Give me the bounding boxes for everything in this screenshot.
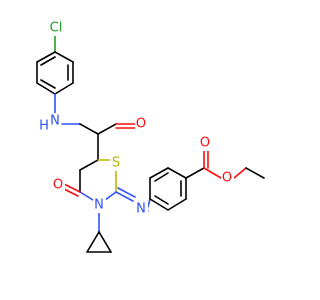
bond-inner: [154, 195, 169, 205]
bond-o-c: [233, 167, 247, 179]
bond: [149, 167, 169, 179]
amide-hydrogen-label: H: [39, 119, 49, 134]
bond-inner: [40, 56, 56, 66]
bond: [36, 51, 56, 63]
sulfur-label: S: [112, 156, 120, 171]
bond-inner: [40, 79, 56, 89]
label-bg: [110, 156, 123, 171]
label-bg: [45, 20, 67, 36]
ring-oxygen-label: O: [53, 178, 63, 193]
bond: [167, 167, 187, 179]
label-bg: [93, 198, 106, 213]
amide-group: [61, 123, 136, 135]
bond: [185, 167, 205, 179]
bond: [245, 167, 265, 179]
bond-c-n: [79, 191, 94, 201]
bond: [97, 123, 117, 135]
bond: [79, 159, 99, 171]
bond: [167, 198, 187, 211]
label-bg: [135, 117, 148, 132]
bond-inner: [154, 172, 169, 182]
chlorophenyl-ring: [36, 34, 74, 114]
imine-nitrogen-label: N: [136, 202, 146, 217]
bond-c-n-imine-double: [117, 187, 136, 198]
ring-nitrogen-label: N: [94, 198, 104, 213]
label-bg: [221, 171, 234, 186]
bond: [149, 198, 169, 211]
cyclopropyl-group: [86, 209, 112, 253]
thiazinane-ring: [61, 123, 136, 202]
bond: [36, 82, 56, 95]
bond: [98, 231, 112, 253]
bond: [86, 231, 100, 253]
bond: [54, 51, 74, 63]
molecule-diagram: Cl N H O S N O N O O: [36, 20, 265, 253]
label-bg: [52, 178, 65, 193]
bond-c-o-ether: [203, 167, 222, 179]
ester-carbonyl-oxygen-label: O: [200, 136, 210, 151]
label-bg: [199, 136, 212, 151]
amide-nitrogen-label: N: [50, 114, 60, 129]
atom-labels: Cl N H O S N O N O O: [39, 20, 234, 217]
ester-ether-oxygen-label: O: [222, 171, 232, 186]
amide-oxygen-label: O: [136, 117, 146, 132]
bond-n-c: [104, 191, 117, 201]
bond: [54, 82, 74, 95]
label-bg: [47, 113, 61, 128]
bond-c-o: [63, 183, 81, 193]
ester-group: [185, 148, 265, 179]
bond-c-n-imine: [115, 191, 134, 202]
chlorine-label: Cl: [50, 21, 63, 36]
benzoate-ring: [146, 167, 187, 212]
label-bg: [135, 202, 148, 217]
bond: [79, 123, 99, 135]
molecule-structure: Cl N H O S N O N O O: [36, 20, 265, 253]
